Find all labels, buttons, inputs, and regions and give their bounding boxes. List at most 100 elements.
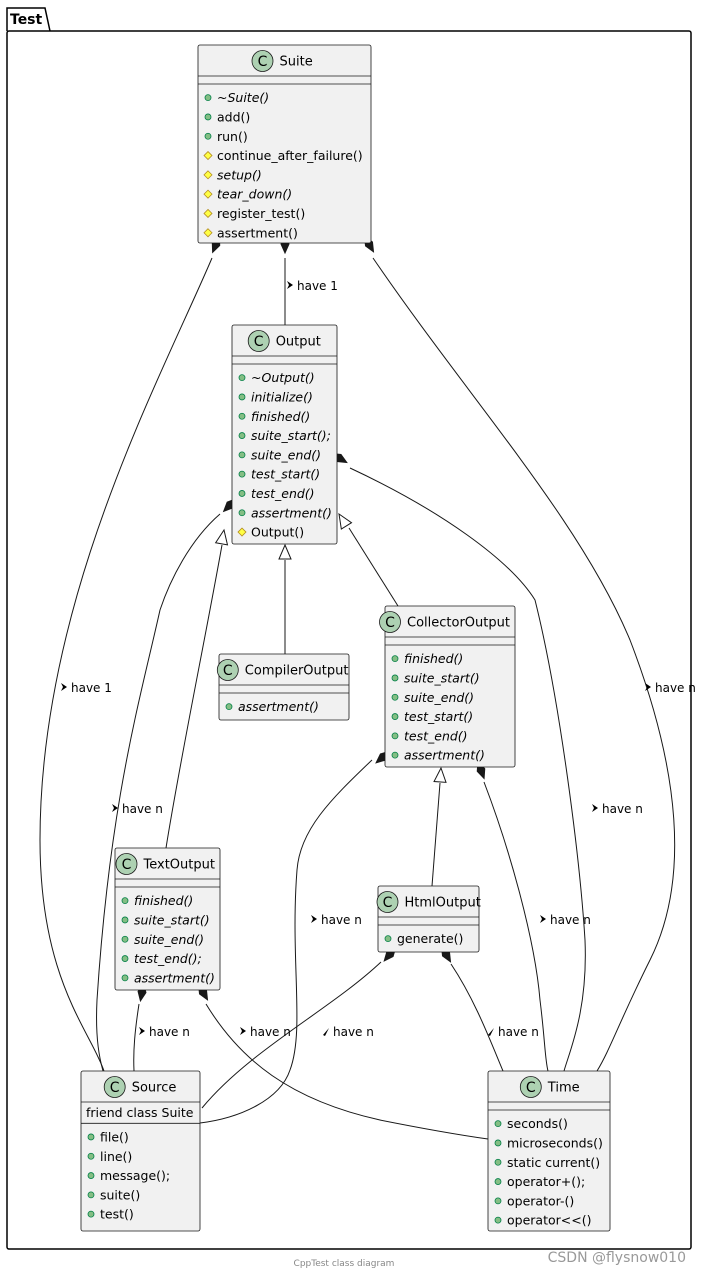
relation-text-source xyxy=(133,981,147,1072)
direction-arrow-icon xyxy=(488,1028,494,1036)
inheritance-arrowhead xyxy=(433,766,447,783)
watermark: CSDN @flysnow010 xyxy=(548,1250,686,1266)
relation-text-time xyxy=(197,983,489,1140)
public-visibility-icon xyxy=(238,393,246,401)
public-visibility-icon xyxy=(494,1120,502,1128)
public-visibility-icon xyxy=(87,1133,95,1141)
relation-label-text: have n xyxy=(321,913,362,927)
relation-label-text: have n xyxy=(550,913,591,927)
class-method: add() xyxy=(217,109,250,124)
relation-label-text: have 1 xyxy=(71,681,112,695)
class-method: operator+(); xyxy=(507,1174,585,1189)
class-box xyxy=(231,324,338,545)
inheritance-arrowhead xyxy=(278,543,292,560)
package-title: Test xyxy=(10,12,43,28)
class-method: assertment() xyxy=(251,505,332,520)
class-method: suite_end() xyxy=(251,447,321,462)
protected-visibility-icon xyxy=(203,208,213,219)
relation-line xyxy=(199,759,373,1124)
public-visibility-icon xyxy=(494,1178,502,1185)
protected-visibility-icon xyxy=(203,170,213,180)
class-method: file() xyxy=(100,1129,129,1144)
public-visibility-icon xyxy=(238,470,246,478)
class-name: CompilerOutput xyxy=(245,664,349,679)
class-box xyxy=(377,885,480,953)
relation-line xyxy=(483,781,549,1072)
public-visibility-icon xyxy=(204,113,212,121)
relation-line xyxy=(201,961,382,1109)
svg-text:C: C xyxy=(526,1080,536,1096)
direction-arrow-icon xyxy=(645,683,651,691)
relation-label: have n xyxy=(540,913,591,927)
class-method: finished() xyxy=(134,893,193,908)
class-method: suite_start(); xyxy=(251,428,331,443)
relation-line xyxy=(372,257,676,1072)
class-name: Source xyxy=(132,1081,177,1096)
public-visibility-icon xyxy=(121,974,129,982)
class-box xyxy=(487,1070,611,1232)
class-field: friend class Suite xyxy=(86,1105,194,1120)
class-method: run() xyxy=(217,129,248,144)
class-icon: C xyxy=(251,50,274,72)
public-visibility-icon xyxy=(391,732,399,740)
class-method: operator-() xyxy=(507,1193,574,1208)
public-visibility-icon xyxy=(121,955,129,962)
class-icon: C xyxy=(519,1076,542,1098)
relation-label-text: have n xyxy=(250,1025,291,1039)
class-method: ~Output() xyxy=(251,370,315,385)
direction-arrow-icon xyxy=(592,804,598,812)
public-visibility-icon xyxy=(494,1216,502,1224)
public-visibility-icon xyxy=(494,1139,502,1147)
relation-html-collector xyxy=(431,766,447,887)
class-method: ~Suite() xyxy=(217,90,269,105)
relation-collector-output xyxy=(338,512,399,607)
public-visibility-icon xyxy=(225,703,233,711)
relation-label: have n xyxy=(139,1025,190,1039)
inheritance-arrowhead xyxy=(338,512,353,530)
public-visibility-icon xyxy=(121,935,129,943)
class-method: assertment() xyxy=(238,699,319,714)
direction-arrow-icon xyxy=(540,915,546,923)
public-visibility-icon xyxy=(391,655,399,663)
public-visibility-icon xyxy=(238,509,246,517)
class-box xyxy=(80,1070,201,1232)
public-visibility-icon xyxy=(238,490,246,497)
svg-text:C: C xyxy=(122,857,132,873)
relation-line xyxy=(96,513,221,1072)
public-visibility-icon xyxy=(391,751,399,759)
class-method: assertment() xyxy=(134,970,215,985)
direction-arrow-icon xyxy=(287,281,293,289)
class-method: finished() xyxy=(404,651,463,666)
public-visibility-icon xyxy=(384,935,392,943)
relation-label: have 1 xyxy=(287,279,338,293)
public-visibility-icon xyxy=(391,674,399,682)
public-visibility-icon xyxy=(87,1191,95,1199)
class-method: tear_down() xyxy=(217,187,292,202)
class-icon: C xyxy=(379,611,401,633)
class-method: suite() xyxy=(100,1187,140,1202)
public-visibility-icon xyxy=(238,451,246,459)
class-method: static current() xyxy=(507,1155,600,1170)
class-method: initialize() xyxy=(251,389,313,404)
public-visibility-icon xyxy=(121,897,129,905)
direction-arrow-icon xyxy=(240,1027,246,1035)
class-name: HtmlOutput xyxy=(405,896,481,911)
svg-text:C: C xyxy=(223,663,233,679)
relation-html-time xyxy=(440,945,504,1072)
class-method: register_test() xyxy=(217,206,305,221)
diagram-caption: CppTest class diagram xyxy=(294,1259,395,1269)
public-visibility-icon xyxy=(121,916,129,924)
public-visibility-icon xyxy=(391,713,399,720)
relation-line xyxy=(165,544,223,849)
relation-label: have n xyxy=(323,1025,374,1039)
class-compiler: C CompilerOutput assertment() xyxy=(216,653,350,721)
class-icon: C xyxy=(216,659,239,681)
class-name: TextOutput xyxy=(143,858,215,873)
class-method: assertment() xyxy=(217,225,298,240)
relation-compiler-output xyxy=(278,543,292,654)
relation-labels-layer: have 1 have 1 have n have n have n have n have… xyxy=(61,279,696,1039)
